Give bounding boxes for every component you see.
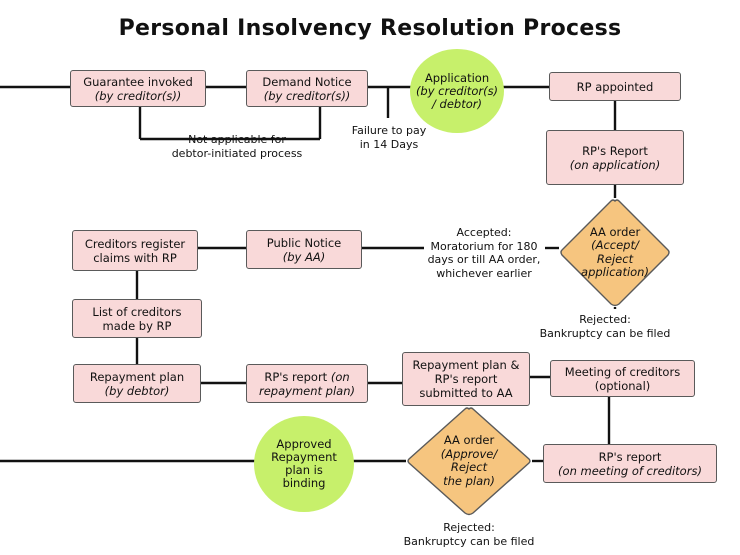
failure-to-pay-note: Failure to pay in 14 Days (334, 124, 444, 151)
list-of-creditors-line-1: List of creditors (92, 304, 182, 319)
submitted-line-1: Repayment plan & (412, 358, 520, 372)
list-of-creditors-line-2: made by RP (102, 318, 172, 333)
aa-order-2-label: AA order (443, 433, 495, 447)
public-notice-label: Public Notice (266, 235, 342, 250)
application-sub-1: (by creditor(s) (415, 83, 499, 98)
aa-order-approve-reject-diamond: AA order (Approve/ Reject the plan) (406, 406, 532, 516)
approved-line-4: binding (282, 476, 326, 490)
rp-report-application-sub: (on application) (569, 157, 661, 172)
aa-order-1-label: AA order (589, 224, 641, 239)
approved-line-2: Repayment (271, 450, 337, 464)
rp-report-repayment-label: RP's report (264, 369, 331, 384)
guarantee-invoked-label: Guarantee invoked (83, 74, 193, 89)
failure-line-1: Failure to pay (351, 124, 427, 137)
accepted-line-4: whichever earlier (436, 266, 532, 280)
guarantee-invoked-box: Guarantee invoked (by creditor(s)) (70, 70, 206, 107)
creditors-register-box: Creditors register claims with RP (72, 230, 198, 271)
rejected-note-2: Rejected: Bankruptcy can be filed (394, 521, 544, 548)
guarantee-invoked-sub: (by creditor(s)) (94, 88, 182, 103)
aa-order-2-sub-2: Reject (450, 460, 488, 474)
rp-report-application-box: RP's Report (on application) (546, 130, 684, 185)
rejected-1-line-1: Rejected: (579, 313, 631, 326)
rp-appointed-box: RP appointed (549, 72, 681, 101)
rp-report-meeting-sub: (on meeting of creditors) (558, 463, 702, 478)
aa-order-1-sub-2: Reject (596, 251, 634, 266)
approved-plan-circle: Approved Repayment plan is binding (254, 416, 354, 512)
rejected-2-line-2: Bankruptcy can be filed (403, 534, 535, 548)
creditors-register-line-2: claims with RP (93, 250, 177, 265)
approved-line-3: plan is (285, 463, 323, 477)
submitted-line-3: submitted to AA (419, 386, 513, 400)
aa-order-2-sub-1: (Approve/ (440, 446, 498, 461)
rp-report-meeting-box: RP's report (on meeting of creditors) (543, 444, 717, 483)
rp-report-repayment-box: RP's report (on repayment plan) (246, 364, 368, 403)
demand-notice-label: Demand Notice (262, 74, 352, 89)
page-title: Personal Insolvency Resolution Process (118, 16, 622, 41)
repayment-plan-sub: (by debtor) (104, 383, 170, 398)
diamond-shape-1 (560, 199, 670, 307)
application-label: Application (424, 70, 490, 85)
not-applicable-line-1: Not applicable for (188, 133, 286, 146)
creditors-register-line-1: Creditors register (84, 236, 186, 251)
aa-order-1-sub-3: application) (581, 265, 649, 279)
public-notice-box: Public Notice (by AA) (246, 230, 362, 269)
aa-order-2-sub-3: the plan) (443, 473, 495, 488)
accepted-note: Accepted: Moratorium for 180 days or til… (420, 226, 548, 280)
rp-report-repayment-on: (on (330, 369, 350, 384)
rp-report-application-label: RP's Report (582, 143, 648, 158)
application-sub-2: / debtor) (432, 96, 482, 111)
aa-order-accept-reject-diamond: AA order (Accept/ Reject application) (559, 198, 671, 307)
failure-line-2: in 14 Days (359, 137, 419, 151)
demand-notice-sub: (by creditor(s)) (263, 88, 351, 103)
list-of-creditors-box: List of creditors made by RP (72, 299, 202, 338)
submitted-to-aa-box: Repayment plan & RP's report submitted t… (402, 352, 530, 406)
rp-report-meeting-label: RP's report (598, 449, 662, 464)
diamond-shape-2 (407, 407, 531, 516)
meeting-line-2: (optional) (594, 378, 651, 393)
accepted-line-1: Accepted: (456, 226, 512, 239)
rejected-2-line-1: Rejected: (443, 521, 495, 534)
repayment-plan-box: Repayment plan (by debtor) (73, 364, 201, 403)
aa-order-1-sub-1: (Accept/ (591, 238, 639, 252)
rejected-note-1: Rejected: Bankruptcy can be filed (530, 313, 680, 340)
repayment-plan-label: Repayment plan (89, 369, 185, 384)
application-circle: Application (by creditor(s) / debtor) (410, 49, 504, 133)
rejected-1-line-2: Bankruptcy can be filed (539, 326, 671, 340)
not-applicable-note: Not applicable for debtor-initiated proc… (152, 133, 322, 160)
meeting-of-creditors-box: Meeting of creditors (optional) (550, 360, 695, 397)
accepted-line-2: Moratorium for 180 (430, 239, 538, 253)
meeting-line-1: Meeting of creditors (564, 364, 681, 379)
approved-line-1: Approved (276, 437, 332, 451)
rp-report-repayment-sub: repayment plan) (258, 383, 355, 398)
submitted-line-2: RP's report (434, 372, 498, 386)
public-notice-sub: (by AA) (282, 249, 326, 264)
rp-report-repayment-line-1: RP's report (on (264, 370, 349, 384)
rp-appointed-label: RP appointed (576, 79, 654, 94)
demand-notice-box: Demand Notice (by creditor(s)) (246, 70, 368, 107)
not-applicable-line-2: debtor-initiated process (171, 146, 303, 160)
accepted-line-3: days or till AA order, (427, 253, 541, 266)
